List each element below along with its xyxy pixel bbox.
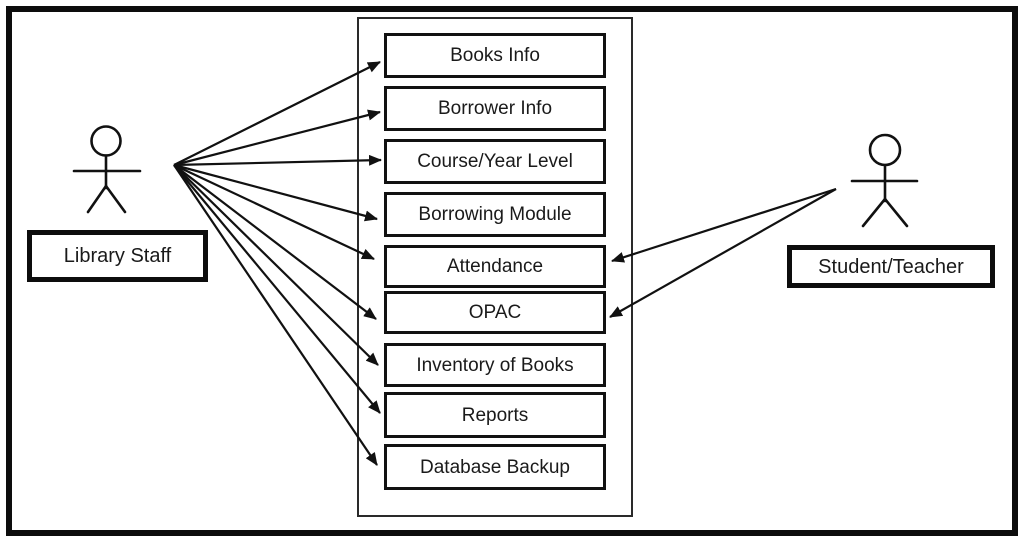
usecase-label: Inventory of Books xyxy=(416,354,574,376)
actor-name: Student/Teacher xyxy=(818,255,964,278)
usecase-inventory-of-books: Inventory of Books xyxy=(384,343,606,387)
usecase-borrowing-module: Borrowing Module xyxy=(384,192,606,237)
actor-label-library-staff: Library Staff xyxy=(27,230,208,282)
usecase-label: Borrowing Module xyxy=(418,204,572,225)
usecase-label: Database Backup xyxy=(420,456,570,478)
usecase-attendance: Attendance xyxy=(384,245,606,288)
actor-name: Library Staff xyxy=(63,245,172,267)
usecase-label: Attendance xyxy=(446,256,544,277)
usecase-label: Reports xyxy=(461,404,529,426)
outer-frame xyxy=(6,6,1018,536)
usecase-borrower-info: Borrower Info xyxy=(384,86,606,131)
usecase-label: Course/Year Level xyxy=(417,151,573,172)
usecase-reports: Reports xyxy=(384,392,606,438)
usecase-label: Borrower Info xyxy=(437,98,553,119)
usecase-label: OPAC xyxy=(468,302,522,323)
actor-label-student-teacher: Student/Teacher xyxy=(787,245,995,288)
usecase-database-backup: Database Backup xyxy=(384,444,606,490)
usecase-label: Books Info xyxy=(450,45,540,66)
usecase-course-year-level: Course/Year Level xyxy=(384,139,606,184)
usecase-books-info: Books Info xyxy=(384,33,606,78)
usecase-opac: OPAC xyxy=(384,291,606,334)
